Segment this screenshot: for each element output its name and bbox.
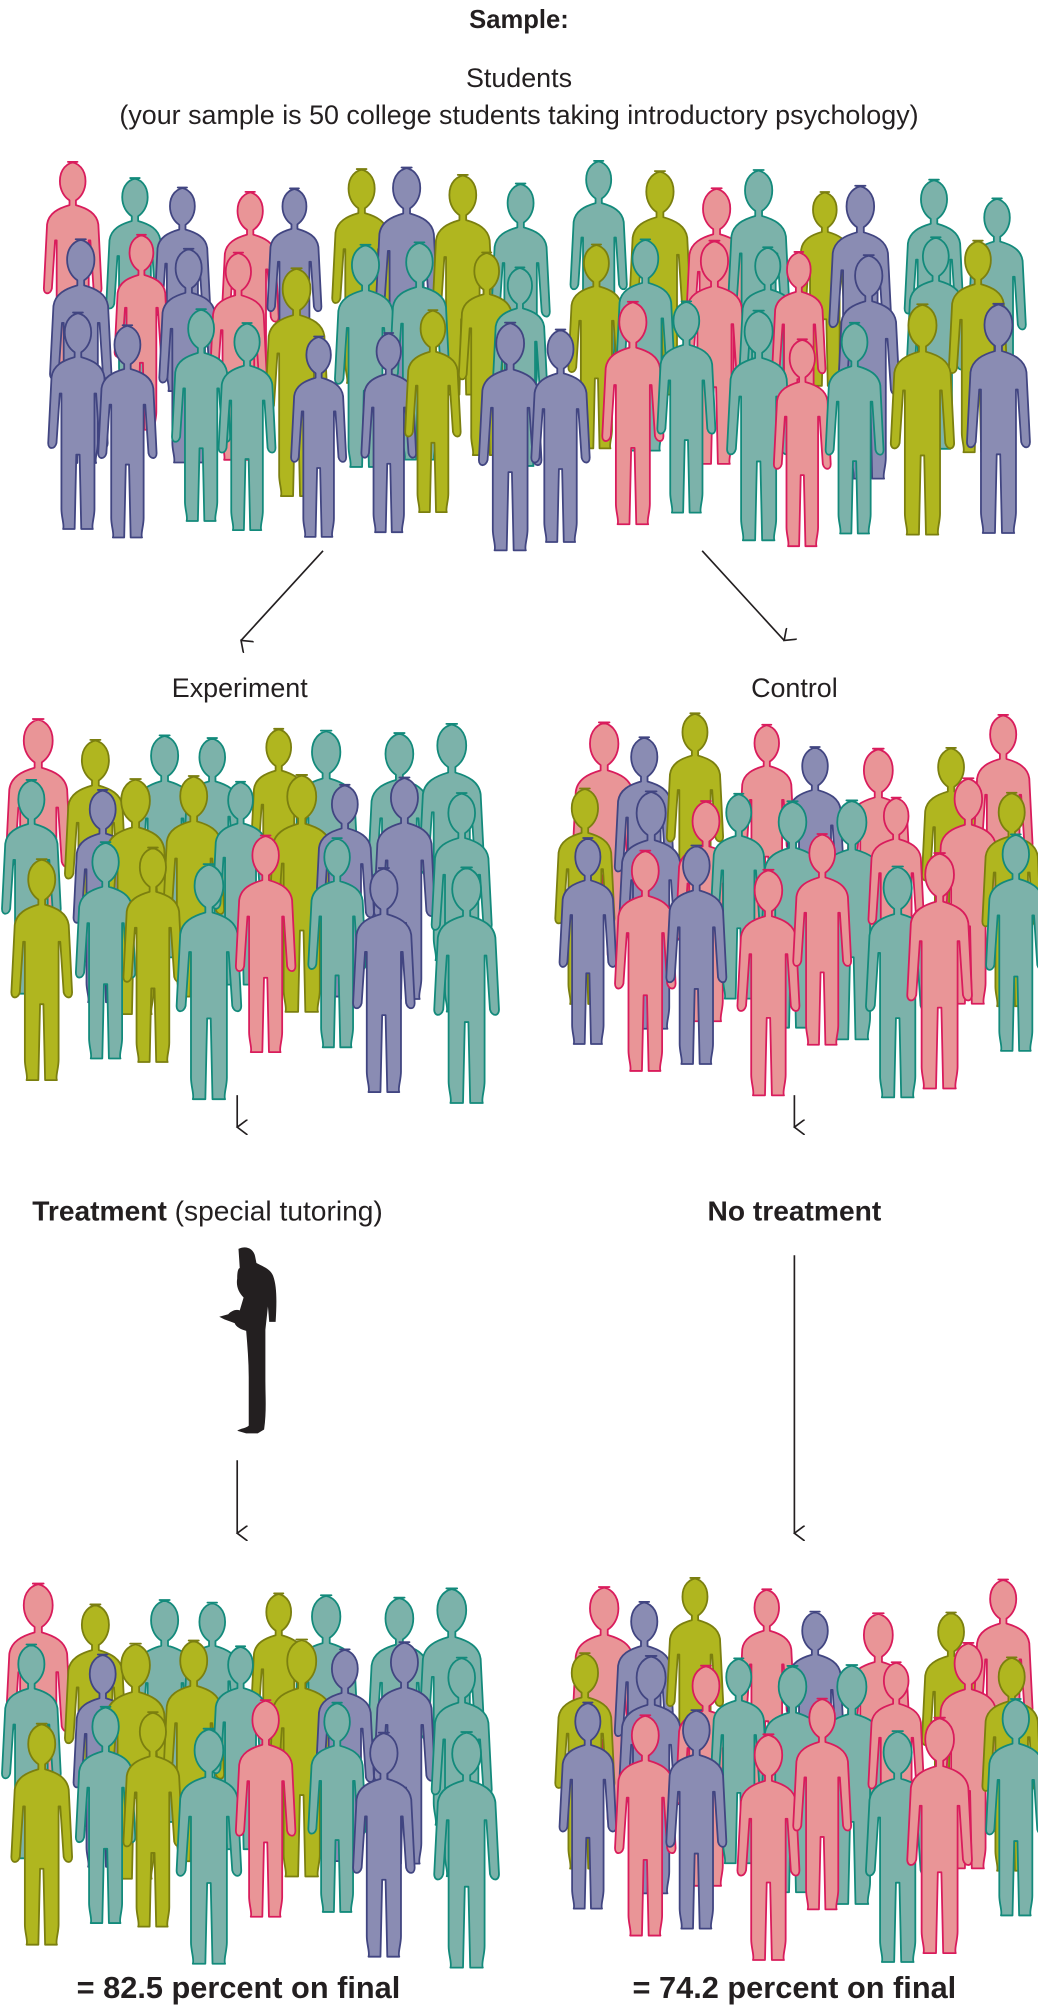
sample-title: Sample: bbox=[469, 6, 569, 34]
person-silhouette-icon bbox=[404, 309, 462, 514]
person-silhouette-icon bbox=[360, 332, 417, 534]
person-silhouette-icon bbox=[906, 852, 973, 1090]
tutor-silhouette-icon bbox=[219, 1247, 277, 1434]
person-silhouette-icon bbox=[171, 308, 232, 522]
control-result: = 74.2 percent on final bbox=[633, 1970, 957, 2005]
person-silhouette-icon bbox=[433, 866, 500, 1104]
person-silhouette-icon bbox=[74, 1705, 137, 1924]
experiment-result: = 82.5 percent on final bbox=[77, 1970, 401, 2005]
person-silhouette-icon bbox=[10, 1722, 73, 1946]
person-silhouette-icon bbox=[985, 1698, 1038, 1917]
experiment-result-crowd bbox=[1, 1582, 500, 1969]
control-label: Control bbox=[751, 673, 838, 703]
person-silhouette-icon bbox=[307, 1701, 367, 1913]
person-silhouette-icon bbox=[966, 302, 1031, 534]
person-silhouette-icon bbox=[217, 322, 277, 531]
person-silhouette-icon bbox=[558, 1701, 618, 1910]
person-silhouette-icon bbox=[175, 863, 243, 1101]
person-silhouette-icon bbox=[792, 833, 853, 1046]
person-silhouette-icon bbox=[47, 311, 109, 530]
person-silhouette-icon bbox=[824, 321, 885, 535]
person-silhouette-icon bbox=[97, 324, 158, 539]
person-silhouette-icon bbox=[736, 1733, 801, 1961]
person-silhouette-icon bbox=[889, 303, 956, 536]
experiment-group-crowd bbox=[1, 718, 500, 1104]
person-silhouette-icon bbox=[985, 833, 1038, 1052]
person-silhouette-icon bbox=[433, 1731, 500, 1969]
arrow-down-icon bbox=[701, 550, 784, 641]
person-silhouette-icon bbox=[656, 300, 717, 514]
person-silhouette-icon bbox=[558, 837, 618, 1045]
person-silhouette-icon bbox=[122, 1711, 184, 1928]
person-silhouette-icon bbox=[530, 328, 591, 543]
person-silhouette-icon bbox=[352, 867, 416, 1093]
arrow-down-icon bbox=[241, 550, 324, 641]
person-silhouette-icon bbox=[665, 844, 728, 1065]
no-treatment-label: No treatment bbox=[708, 1195, 882, 1227]
person-silhouette-icon bbox=[352, 1731, 416, 1958]
person-silhouette-icon bbox=[175, 1727, 243, 1965]
person-silhouette-icon bbox=[601, 300, 665, 526]
sample-description: (your sample is 50 college students taki… bbox=[119, 100, 918, 130]
person-silhouette-icon bbox=[74, 841, 137, 1060]
person-silhouette-icon bbox=[665, 1709, 728, 1930]
person-silhouette-icon bbox=[726, 309, 792, 542]
person-silhouette-icon bbox=[234, 1699, 297, 1918]
person-silhouette-icon bbox=[614, 1714, 677, 1937]
person-silhouette-icon bbox=[906, 1716, 973, 1954]
person-silhouette-icon bbox=[736, 868, 801, 1097]
control-result-crowd bbox=[554, 1577, 1038, 1963]
person-silhouette-icon bbox=[477, 321, 543, 552]
person-silhouette-icon bbox=[307, 837, 367, 1049]
person-silhouette-icon bbox=[792, 1697, 853, 1911]
person-silhouette-icon bbox=[614, 849, 677, 1072]
person-silhouette-icon bbox=[10, 858, 73, 1081]
population-label: Students bbox=[466, 63, 572, 93]
person-silhouette-icon bbox=[772, 338, 832, 548]
person-silhouette-icon bbox=[234, 834, 297, 1054]
sample-crowd bbox=[42, 159, 1031, 552]
treatment-label: Treatment (special tutoring) bbox=[32, 1195, 383, 1227]
control-group-crowd bbox=[554, 712, 1038, 1099]
person-silhouette-icon bbox=[122, 846, 184, 1063]
experiment-label: Experiment bbox=[172, 673, 308, 703]
person-silhouette-icon bbox=[290, 335, 348, 538]
